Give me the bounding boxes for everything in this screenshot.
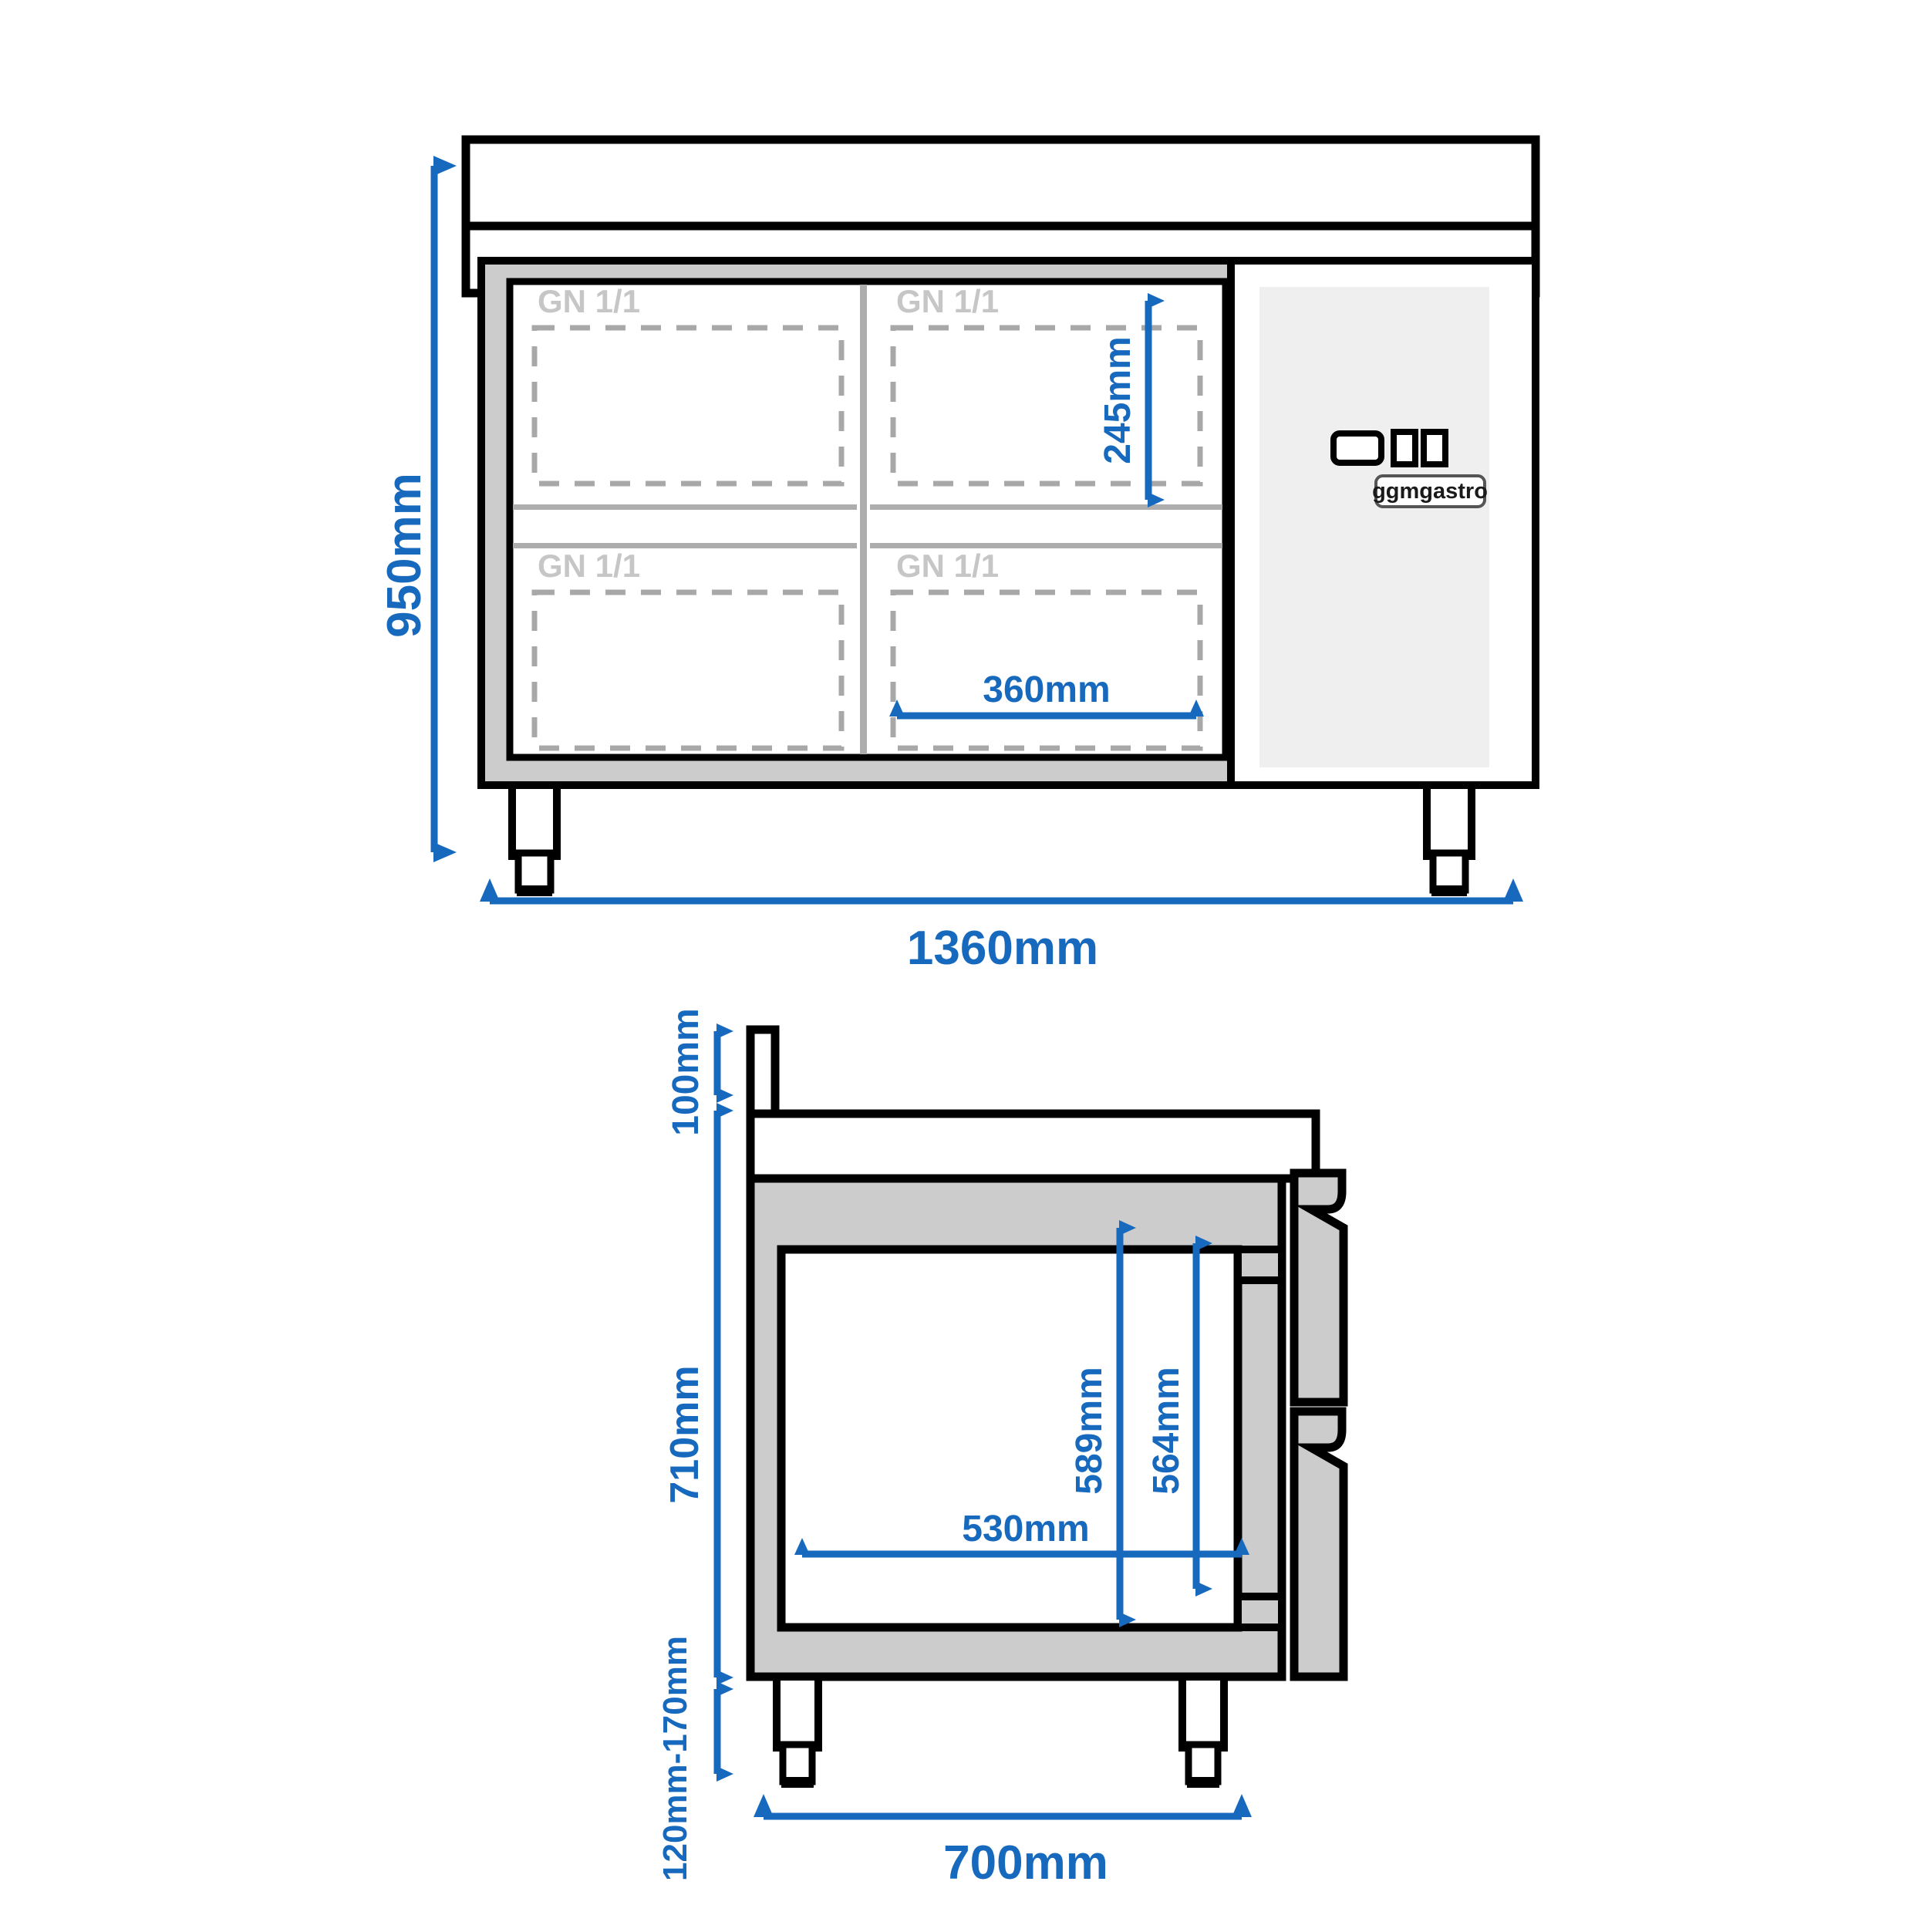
dimension-height-950: 950mm: [378, 156, 457, 862]
dimension-label-width: 1360mm: [907, 922, 1098, 975]
button-1-icon[interactable]: [1391, 429, 1418, 467]
dimension-pan-width-360: 360mm: [889, 669, 1204, 720]
side-inner-cavity: [777, 1245, 1242, 1632]
button-2-icon[interactable]: [1421, 429, 1448, 467]
dimension-pan-height-245: 245mm: [1097, 293, 1165, 507]
gn-label-bottom-right: GN 1/1: [896, 548, 999, 584]
side-leg-right: [1178, 1673, 1228, 1788]
side-worktop: [746, 1109, 1320, 1183]
front-leg-left: [508, 781, 561, 896]
dimension-label-pan-height: 245mm: [1097, 336, 1138, 464]
side-lower-drawer[interactable]: [1290, 1407, 1348, 1681]
front-drawer-bank-opening: [506, 278, 1229, 761]
dimension-leg-120-170: 120mm-170mm: [656, 1636, 733, 1881]
dimension-label-depth: 700mm: [943, 1836, 1108, 1890]
front-leg-right: [1423, 781, 1475, 896]
display-icon[interactable]: [1330, 430, 1384, 466]
front-divider-right-a: [870, 504, 1222, 510]
front-drawer-column-divider: [860, 285, 867, 754]
gn-pan-outline-top-right: [890, 325, 1203, 487]
gn-label-bottom-left: GN 1/1: [538, 548, 640, 584]
front-divider-left-a: [513, 504, 857, 510]
side-splashback: [746, 1025, 780, 1125]
front-divider-left-b: [513, 543, 857, 548]
front-view-group: GN 1/1 GN 1/1 GN 1/1 GN 1/1 ggmgastro: [378, 135, 1540, 975]
gn-pan-outline-top-left: [531, 325, 845, 487]
dimension-splashback-100: 100mm: [666, 1008, 733, 1136]
side-cavity-notch-top: [1234, 1246, 1286, 1284]
dimension-label-leg-height: 120mm-170mm: [656, 1636, 694, 1881]
side-cavity-notch-bottom: [1234, 1593, 1286, 1631]
side-leg-left: [773, 1673, 822, 1788]
front-worktop-upper: [461, 135, 1540, 231]
dimension-label-body-height: 710mm: [663, 1365, 707, 1503]
dimension-label-inner-564: 564mm: [1146, 1367, 1187, 1494]
dimension-label-inner-depth: 530mm: [962, 1509, 1089, 1549]
dimension-width-1360: 1360mm: [480, 878, 1523, 975]
dimension-label-height: 950mm: [378, 473, 431, 638]
dimension-inner-564: 564mm: [1146, 1236, 1212, 1597]
gn-label-top-right: GN 1/1: [896, 283, 999, 319]
front-divider-right-b: [870, 543, 1222, 548]
dimension-label-inner-589: 589mm: [1069, 1367, 1110, 1494]
side-view-group: 100mm 710mm 120mm-170mm 589mm 564mm 530m…: [656, 1008, 1348, 1890]
dimension-body-710: 710mm: [663, 1103, 733, 1685]
side-upper-drawer[interactable]: [1290, 1168, 1348, 1407]
brand-badge: [1374, 474, 1486, 508]
dimension-label-pan-width: 360mm: [983, 669, 1110, 710]
dimension-inner-depth-530: 530mm: [794, 1509, 1249, 1558]
gn-pan-outline-bottom-right: [890, 589, 1203, 751]
dimension-label-splashback: 100mm: [666, 1008, 706, 1135]
front-panel-lower: [1259, 517, 1489, 767]
dimension-depth-700: 700mm: [754, 1794, 1252, 1890]
gn-label-top-left: GN 1/1: [538, 283, 640, 319]
brand-label: ggmgastro: [1372, 479, 1488, 504]
gn-pan-outline-bottom-left: [531, 589, 845, 751]
